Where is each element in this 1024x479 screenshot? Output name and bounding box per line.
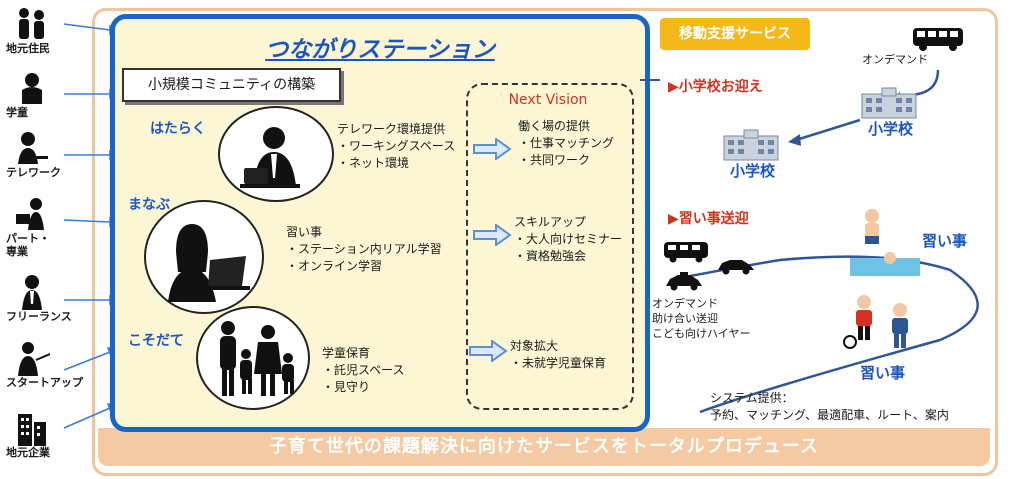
swimmer-icon [850,209,920,276]
parent-children-icon [220,321,294,396]
school-label-1: 小学校 [868,120,914,138]
person-item: 地元住民 [6,6,86,55]
vision-arrow-icon [469,340,508,362]
student-laptop-icon [168,224,250,302]
childcare-desc: 学童保育 ・託児スペース ・見守り [322,346,405,394]
family-icon [19,8,44,39]
car-icon [718,260,754,275]
freelancer-icon [22,275,42,310]
school-building-icon [723,129,779,161]
next-vision-box [466,83,634,410]
teleworker-icon [18,132,48,164]
person-label: テレワーク [6,166,61,179]
person-item: フリーランス [6,274,86,323]
school-label-2: 小学校 [730,162,776,180]
vision-item-skill: スキルアップ ・大人向けセミナー ・資格勉強会 [514,215,623,263]
office-worker-icon [240,127,300,188]
community-subtitle: 小規模コミュニティの構築 [122,68,341,102]
mobility-routes [640,69,979,414]
lesson-label-2: 習い事 [860,364,906,382]
section-label-work: はたらく [150,121,206,137]
ondemand-desc: オンデマンド 助け合い送迎 こども向けハイヤー [652,297,751,340]
person-label: フリーランス [6,310,72,323]
vision-item-work: 働く場の提供 ・仕事マッチング ・共同ワーク [518,119,615,167]
person-label: パート・ 専業 [6,232,50,258]
vision-item-expand: 対象拡大 ・未就学児童保育 [510,339,607,370]
person-label: 地元企業 [6,446,50,459]
part-time-worker-icon [16,198,44,230]
bus-icon [913,28,963,51]
person-label: 地元住民 [6,42,50,55]
section-label-learn: まなぶ [128,197,170,213]
childcare-circle [196,306,310,410]
person-item: 地元企業 [6,410,86,459]
minibus-icon [664,242,708,263]
system-provision: システム提供： 予約、マッチング、最適配車、ルート、案内 [710,391,949,422]
footer-banner: 子育て世代の課題解決に向けたサービスをトータルプロデュース [98,428,990,466]
vision-arrow-icon [473,224,512,246]
child-icon [22,73,42,104]
lesson-label-1: 習い事 [922,232,968,250]
school-building-icon [861,87,917,119]
soccer-players-icon [843,295,908,349]
work-desc: テレワーク環境提供 ・ワーキングスペース ・ネット環境 [337,122,456,170]
station-title: つながりステーション [265,37,495,63]
vision-arrow-icon [473,138,512,160]
lessons-transfer-heading: ▶習い事送迎 [668,211,749,227]
learn-circle [144,200,264,314]
person-label: 学童 [6,106,28,119]
taxi-icon [666,272,702,291]
person-item: スタートアップ [6,340,86,389]
school-pickup-heading: ▶小学校お迎え [668,79,763,95]
person-item: 学童 [6,70,86,119]
ondemand-top-label: オンデマンド [862,53,928,66]
person-item: テレワーク [6,130,86,179]
learn-desc: 習い事 ・ステーション内リアル学習 ・オンライン学習 [286,225,442,273]
work-circle [218,106,334,202]
mobility-badge: 移動支援サービス [660,18,810,50]
section-label-childcare: こそだて [128,333,184,349]
person-item: パート・ 専業 [6,196,86,258]
next-vision-title: Next Vision [508,92,588,108]
building-icon [18,414,46,446]
startup-presenter-icon [18,342,50,376]
person-label: スタートアップ [6,376,83,389]
